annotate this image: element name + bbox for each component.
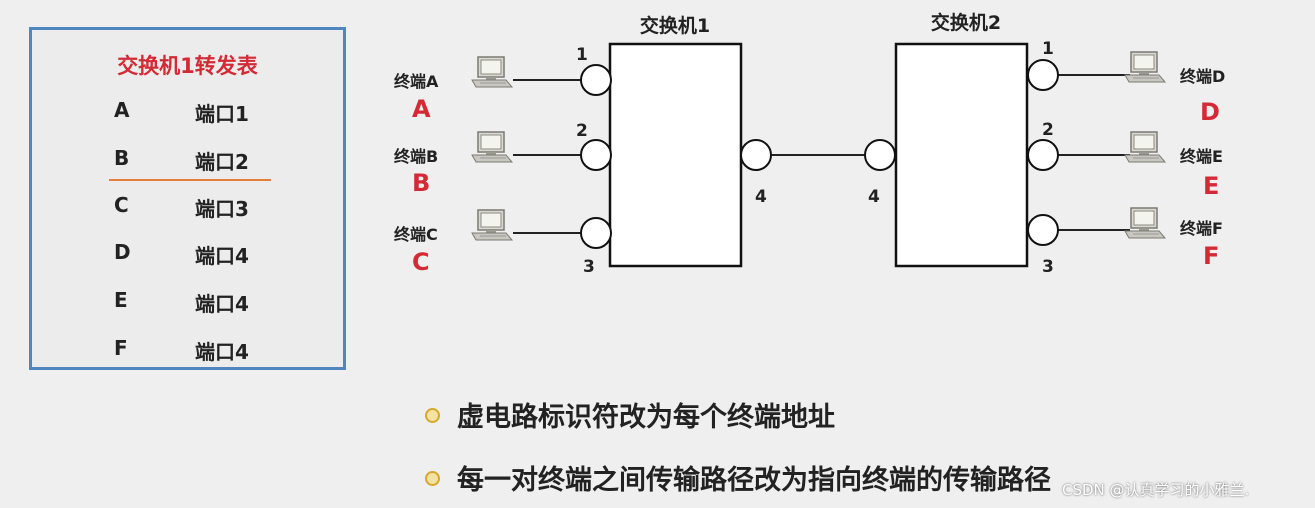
switch1-port2-number: 2 (576, 121, 588, 141)
switch1-box (608, 42, 743, 268)
table-row: E 端口4 (32, 288, 343, 318)
switch2-port2-number: 2 (1042, 120, 1054, 140)
computer-f-icon (1124, 207, 1166, 239)
terminal-d-name: 终端D (1180, 67, 1225, 86)
table-dest: E (114, 288, 128, 312)
computer-e-icon (1124, 131, 1166, 163)
table-port: 端口2 (195, 150, 249, 174)
table-row: F 端口4 (32, 336, 343, 366)
table-separator (109, 179, 271, 181)
table-row: A 端口1 (32, 98, 343, 128)
bullet-text: 虚电路标识符改为每个终端地址 (457, 402, 835, 433)
bullet-dot-icon (425, 408, 440, 423)
forwarding-table-panel: 交换机1转发表 A 端口1 B 端口2 C 端口3 D 端口4 E 端口4 F … (29, 27, 346, 370)
switch1-label: 交换机1 (640, 14, 710, 37)
terminal-f-letter: F (1203, 242, 1219, 270)
terminal-c-name: 终端C (394, 225, 438, 244)
switch1-port4-number: 4 (755, 187, 767, 207)
switch2-port1 (1027, 59, 1059, 91)
watermark: CSDN @认真学习的小雅兰. (1062, 481, 1250, 499)
switch1-port1-number: 1 (576, 45, 588, 65)
table-dest: C (114, 193, 129, 217)
computer-c-icon (471, 209, 513, 241)
table-dest: D (114, 240, 131, 264)
switch2-port4 (864, 139, 896, 171)
table-dest: B (114, 146, 130, 170)
switch2-port3-number: 3 (1042, 257, 1054, 277)
switch2-label: 交换机2 (931, 11, 1001, 34)
network-diagram: 交换机1 交换机2 1 2 3 4 1 2 3 4 终端A 终端B 终端C 终端… (394, 11, 1225, 277)
switch2-port1-number: 1 (1042, 39, 1054, 59)
terminal-f-name: 终端F (1180, 219, 1223, 238)
computer-a-icon (471, 56, 513, 88)
connections (513, 74, 1130, 234)
terminal-b-letter: B (412, 169, 430, 197)
table-row: C 端口3 (32, 193, 343, 223)
terminal-b-name: 终端B (394, 147, 438, 166)
table-dest: A (114, 98, 130, 122)
switch2-port3 (1027, 214, 1059, 246)
switch1-port3 (580, 217, 612, 249)
terminal-names: 终端A 终端B 终端C 终端D 终端E 终端F (394, 67, 1225, 244)
terminal-letters: A B C D E F (412, 95, 1220, 276)
bullet-text: 每一对终端之间传输路径改为指向终端的传输路径 (457, 465, 1051, 496)
ports (580, 59, 1059, 249)
table-port: 端口4 (195, 292, 249, 316)
switch1-port2 (580, 139, 612, 171)
table-port: 端口4 (195, 340, 249, 364)
table-port: 端口3 (195, 197, 249, 221)
switch2-box (894, 42, 1029, 268)
switch2-port2 (1027, 139, 1059, 171)
table-port: 端口4 (195, 244, 249, 268)
table-dest: F (114, 336, 128, 360)
terminal-d-letter: D (1200, 98, 1220, 126)
table-row: B 端口2 (32, 146, 343, 176)
computer-d-icon (1124, 51, 1166, 83)
table-row: D 端口4 (32, 240, 343, 270)
computer-b-icon (471, 131, 513, 163)
terminal-a-name: 终端A (394, 72, 439, 91)
forwarding-table-title: 交换机1转发表 (117, 54, 258, 78)
port-numbers: 1 2 3 4 1 2 3 4 (576, 39, 1054, 277)
switch1-port4 (740, 139, 772, 171)
terminal-e-name: 终端E (1180, 147, 1223, 166)
table-port: 端口1 (195, 102, 249, 126)
terminal-c-letter: C (412, 248, 430, 276)
terminal-e-letter: E (1203, 172, 1219, 200)
switch1-port1 (580, 64, 612, 96)
bullet-dot-icon (425, 471, 440, 486)
terminal-a-letter: A (412, 95, 431, 123)
switch2-port4-number: 4 (868, 187, 880, 207)
switch1-port3-number: 3 (583, 257, 595, 277)
